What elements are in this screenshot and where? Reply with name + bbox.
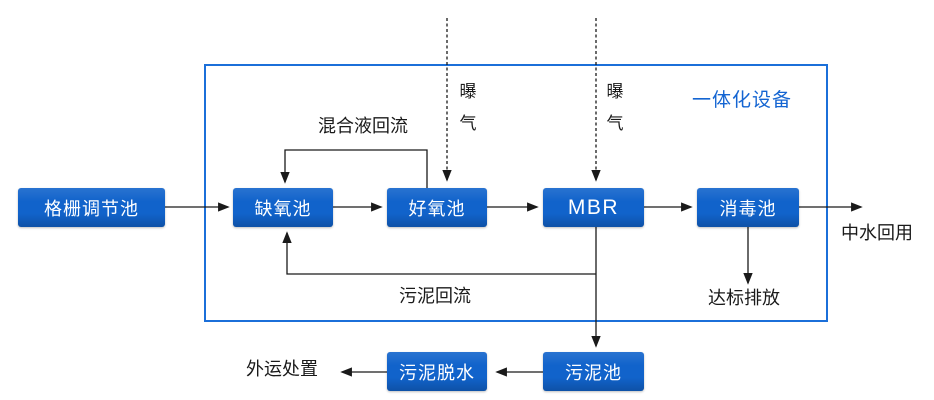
aeration-label-2: 曝气	[606, 82, 624, 133]
edge-sludge-return	[282, 231, 596, 275]
node-anoxic-tank: 缺氧池	[233, 188, 333, 227]
edge-mixed-liquor-return	[280, 149, 428, 188]
node-sludge-tank: 污泥池	[543, 352, 644, 391]
compliant-discharge-label: 达标排放	[708, 288, 780, 308]
node-mbr: MBR	[543, 188, 644, 227]
reclaimed-water-reuse-label: 中水回用	[841, 223, 913, 243]
mixed-liquor-return-label: 混合液回流	[318, 116, 408, 136]
node-grid-regulating-tank: 格栅调节池	[18, 188, 165, 227]
node-sludge-dewatering: 污泥脱水	[387, 352, 487, 391]
integrated-equipment-label: 一体化设备	[692, 90, 793, 111]
aeration-label-1: 曝气	[459, 82, 477, 133]
integrated-equipment-container	[204, 64, 828, 322]
node-disinfection-tank: 消毒池	[697, 188, 799, 227]
sludge-return-label: 污泥回流	[399, 286, 471, 306]
offsite-disposal-label: 外运处置	[246, 359, 318, 379]
node-aerobic-tank: 好氧池	[387, 188, 487, 227]
